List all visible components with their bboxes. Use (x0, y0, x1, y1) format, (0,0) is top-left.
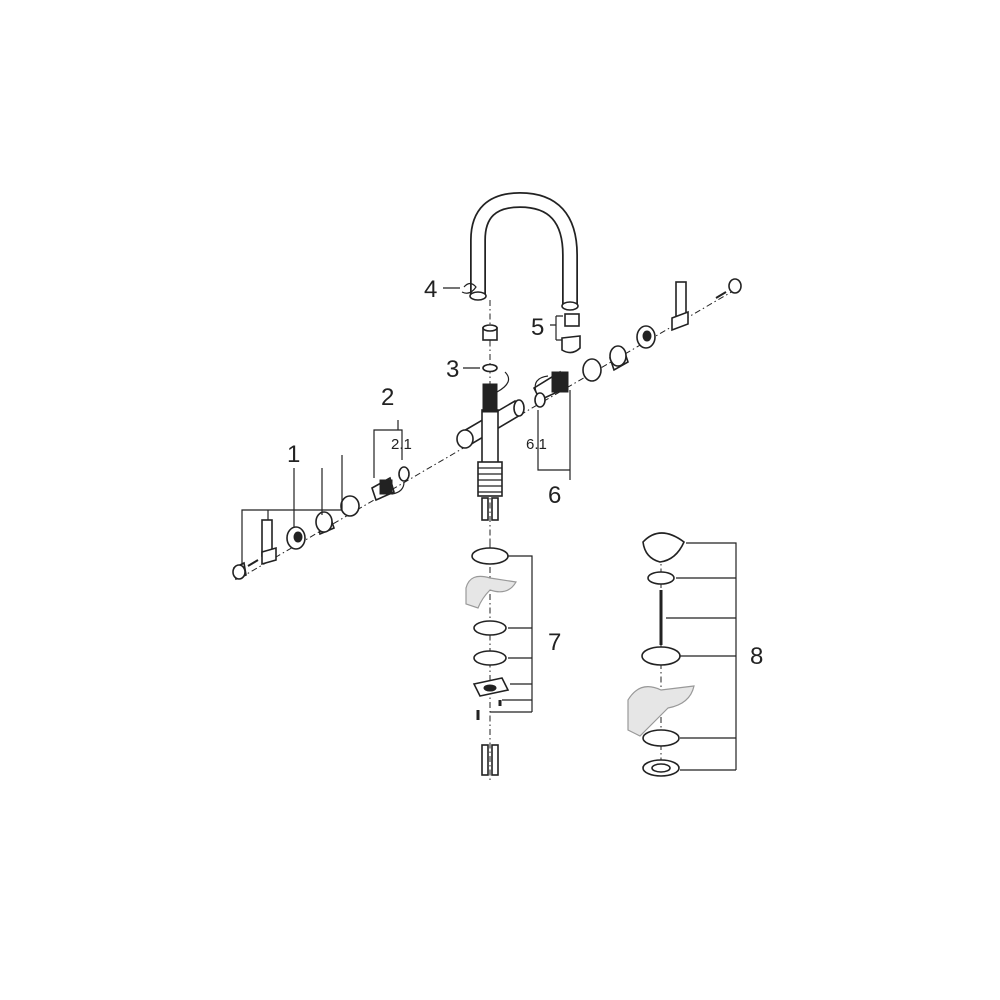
faucet-body (456, 371, 525, 497)
callout-2-1: 2.1 (391, 436, 412, 453)
supply-hose-ends (481, 497, 499, 521)
spout-bushing (482, 324, 498, 341)
bracket-2 (373, 420, 403, 478)
bracket-8 (666, 542, 737, 771)
callout-5: 5 (531, 314, 544, 341)
left-handle-set (232, 495, 360, 581)
callout-1: 1 (287, 441, 300, 468)
callout-6: 6 (548, 482, 561, 509)
aerator (561, 313, 581, 354)
spout (469, 191, 579, 311)
right-handle-set (582, 278, 742, 382)
callout-8: 8 (750, 643, 763, 670)
bracket-5 (550, 315, 563, 341)
retaining-clip (461, 282, 477, 294)
bracket-6 (537, 390, 571, 480)
drain-set (627, 532, 695, 777)
left-cartridge (371, 476, 405, 502)
callout-2: 2 (381, 384, 394, 411)
o-ring-2-1 (398, 466, 410, 482)
callout-4: 4 (424, 276, 437, 303)
o-ring-6-1 (534, 392, 546, 408)
callout-7: 7 (548, 629, 561, 656)
bracket-7 (490, 555, 533, 713)
bracket-1 (241, 455, 343, 565)
mounting-set (465, 547, 517, 776)
callout-6-1: 6.1 (526, 436, 547, 453)
callout-3: 3 (446, 356, 459, 383)
o-ring-3 (482, 363, 498, 373)
